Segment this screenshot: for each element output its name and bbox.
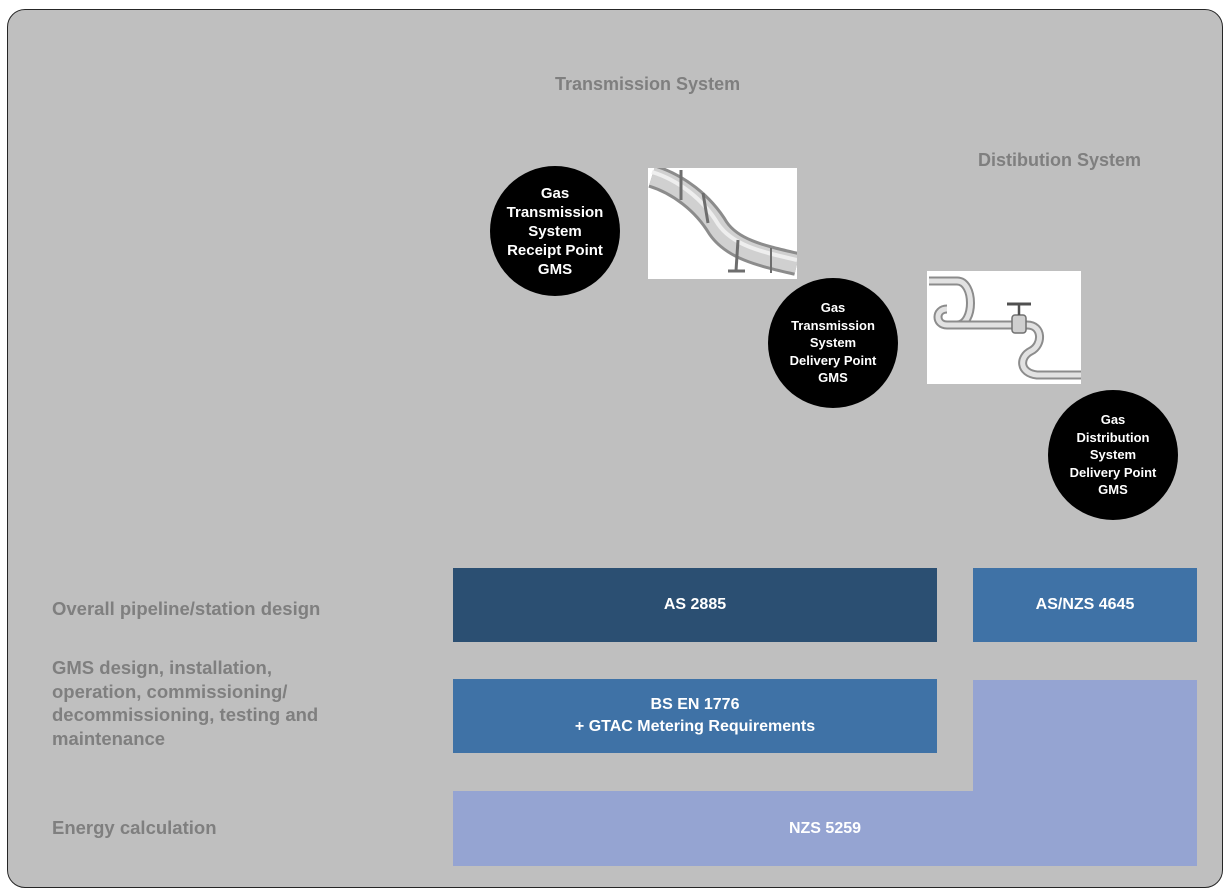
bsen1776-label: BS EN 1776 + GTAC Metering Requirements (574, 696, 816, 735)
bsen1776-block: BS EN 1776 + GTAC Metering Requirements (453, 679, 937, 753)
row-label-gms-design: GMS design, installation, operation, com… (52, 657, 319, 749)
as2885-label: AS 2885 (663, 596, 727, 613)
asnzs4645-block: AS/NZS 4645 (973, 568, 1197, 642)
transmission-delivery-point-gms-node: Gas Transmission System Delivery Point G… (768, 278, 898, 408)
row-label-overall-design: Overall pipeline/station design (52, 598, 321, 619)
distribution-system-header: Distibution System (978, 150, 1142, 170)
transmission-delivery-point-gms-label: Gas Transmission System Delivery Point G… (789, 300, 877, 386)
receipt-point-gms-label: Gas Transmission System Receipt Point GM… (506, 184, 604, 278)
transmission-system-header: Transmission System (555, 74, 741, 94)
distribution-pipe-valve-icon (927, 271, 1081, 384)
nzs5259-block: NZS 5259 (453, 791, 1197, 866)
transmission-pipeline-icon (648, 164, 800, 279)
row-label-energy-calculation: Energy calculation (52, 817, 217, 838)
distribution-delivery-point-gms-label: Gas Distribution System Delivery Point G… (1069, 412, 1157, 498)
receipt-point-gms-node: Gas Transmission System Receipt Point GM… (490, 166, 620, 296)
asnzs4645-label: AS/NZS 4645 (1035, 596, 1135, 613)
as2885-block: AS 2885 (453, 568, 937, 642)
distribution-delivery-point-gms-node: Gas Distribution System Delivery Point G… (1048, 390, 1178, 520)
nzs5259-label: NZS 5259 (788, 819, 862, 837)
